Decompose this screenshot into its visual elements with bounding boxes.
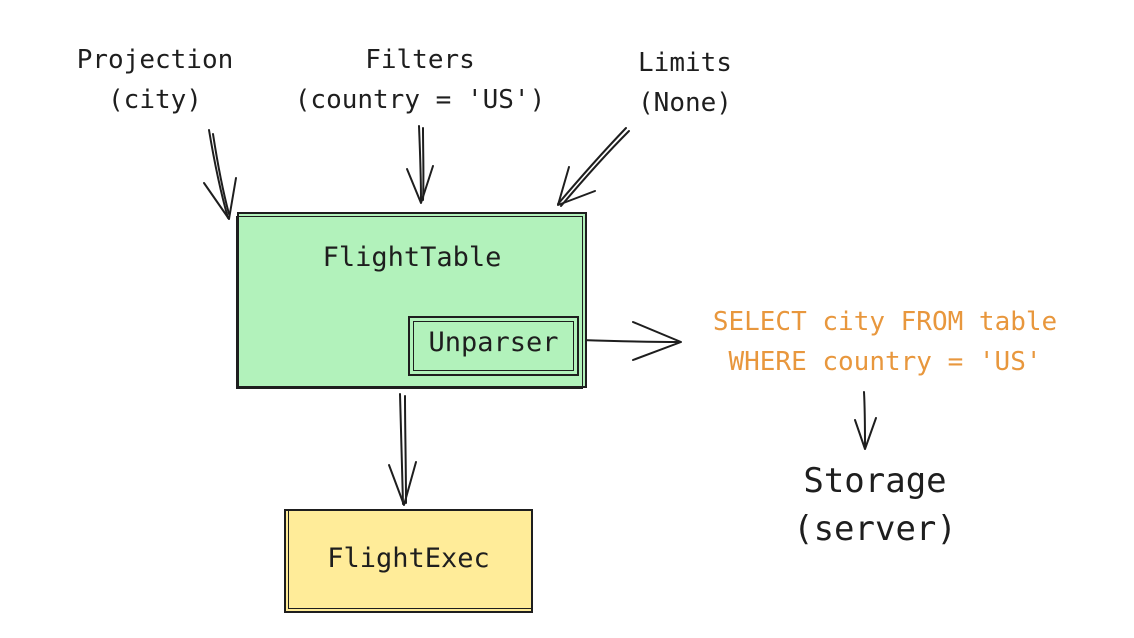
arrow-sql-to-storage <box>854 391 877 450</box>
sql-line-2: WHERE country = 'US' <box>728 347 1042 377</box>
unparser-title: Unparser <box>428 327 559 358</box>
arrow-limits-to-flighttable <box>557 127 630 207</box>
sql-query: SELECT city FROM table WHERE country = '… <box>670 302 1100 382</box>
sql-line-1: SELECT city FROM table <box>712 307 1058 337</box>
storage-label: Storage (server) <box>745 457 1005 553</box>
storage-title: Storage <box>803 461 947 501</box>
filters-value: (country = 'US') <box>294 85 546 115</box>
unparser-box <box>408 316 579 376</box>
flighttable-title: FlightTable <box>322 242 502 273</box>
limits-title: Limits <box>638 48 732 78</box>
filters-label: Filters (country = 'US') <box>270 40 570 120</box>
flighttable-box <box>236 212 587 389</box>
projection-value: (city) <box>108 85 202 115</box>
storage-subtitle: (server) <box>793 509 957 549</box>
projection-title: Projection <box>76 45 234 75</box>
arrow-filters-to-flighttable <box>406 125 434 204</box>
limits-value: (None) <box>638 88 732 118</box>
limits-label: Limits (None) <box>603 43 767 123</box>
filters-title: Filters <box>365 45 475 75</box>
arrow-unparser-to-sql <box>580 321 682 361</box>
projection-label: Projection (city) <box>55 40 255 120</box>
flightexec-title: FlightExec <box>327 543 490 574</box>
flightexec-box <box>284 509 533 613</box>
arrow-flighttable-to-flightexec <box>388 393 417 506</box>
arrow-projection-to-flighttable <box>203 129 237 220</box>
